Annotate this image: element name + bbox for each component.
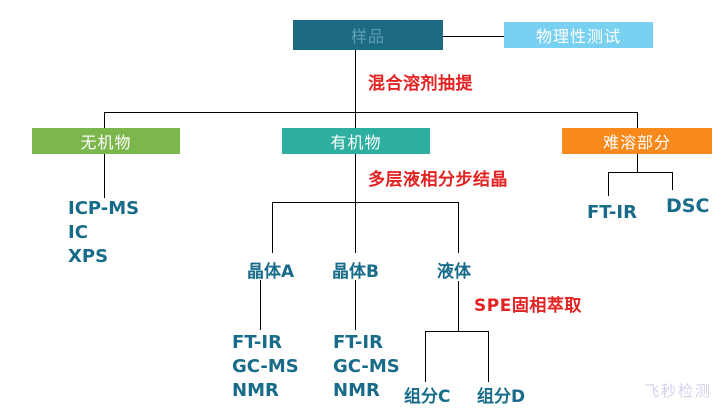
- connector-line: [608, 172, 673, 173]
- method-item: FT-IR: [333, 332, 383, 353]
- node-sample: 样品: [293, 20, 443, 50]
- method-item: GC-MS: [333, 356, 400, 377]
- method-item: NMR: [232, 380, 279, 401]
- annotation-spe-extraction: SPE固相萃取: [474, 296, 582, 316]
- method-item: IC: [68, 222, 88, 243]
- connector-line: [355, 280, 356, 330]
- label-crystal-b: 晶体B: [332, 262, 379, 282]
- method-item: XPS: [68, 246, 109, 267]
- connector-line: [443, 36, 504, 37]
- node-inorganic: 无机物: [32, 128, 180, 154]
- inorganic-method-list: ICP-MS IC XPS: [68, 197, 139, 269]
- node-organic: 有机物: [282, 128, 430, 154]
- connector-line: [355, 202, 356, 253]
- connector-line: [355, 154, 356, 202]
- connector-line: [355, 50, 356, 128]
- connector-line: [637, 112, 638, 128]
- crystal-a-method-list: FT-IR GC-MS NMR: [232, 331, 299, 403]
- connector-line: [488, 331, 489, 382]
- label-liquid: 液体: [437, 262, 471, 282]
- crystal-b-method-list: FT-IR GC-MS NMR: [333, 331, 400, 403]
- annotation-stepwise-crystallization: 多层液相分步结晶: [368, 170, 508, 190]
- label-fraction-c: 组分C: [404, 387, 451, 407]
- connector-line: [637, 154, 638, 172]
- connector-line: [272, 202, 273, 253]
- watermark: 飞秒检测: [644, 382, 713, 400]
- method-item: NMR: [333, 380, 380, 401]
- method-item: ICP-MS: [68, 198, 140, 219]
- label-fraction-d: 组分D: [477, 387, 526, 407]
- node-physical-test: 物理性测试: [504, 22, 653, 48]
- node-insoluble: 难溶部分: [562, 128, 712, 154]
- connector-line: [458, 202, 459, 253]
- connector-line: [104, 112, 105, 128]
- label-insoluble-dsc: DSC: [666, 195, 710, 217]
- connector-line: [104, 112, 638, 113]
- connector-line: [672, 172, 673, 190]
- method-item: FT-IR: [232, 332, 282, 353]
- connector-line: [260, 280, 261, 330]
- label-insoluble-ftir: FT-IR: [587, 202, 637, 223]
- method-item: GC-MS: [232, 356, 299, 377]
- connector-line: [458, 281, 459, 331]
- connector-line: [425, 331, 489, 332]
- connector-line: [104, 154, 105, 198]
- annotation-mixed-solvent-extraction: 混合溶剂抽提: [368, 74, 473, 94]
- label-crystal-a: 晶体A: [247, 262, 295, 282]
- connector-line: [608, 172, 609, 196]
- connector-line: [425, 331, 426, 382]
- connector-line: [272, 202, 459, 203]
